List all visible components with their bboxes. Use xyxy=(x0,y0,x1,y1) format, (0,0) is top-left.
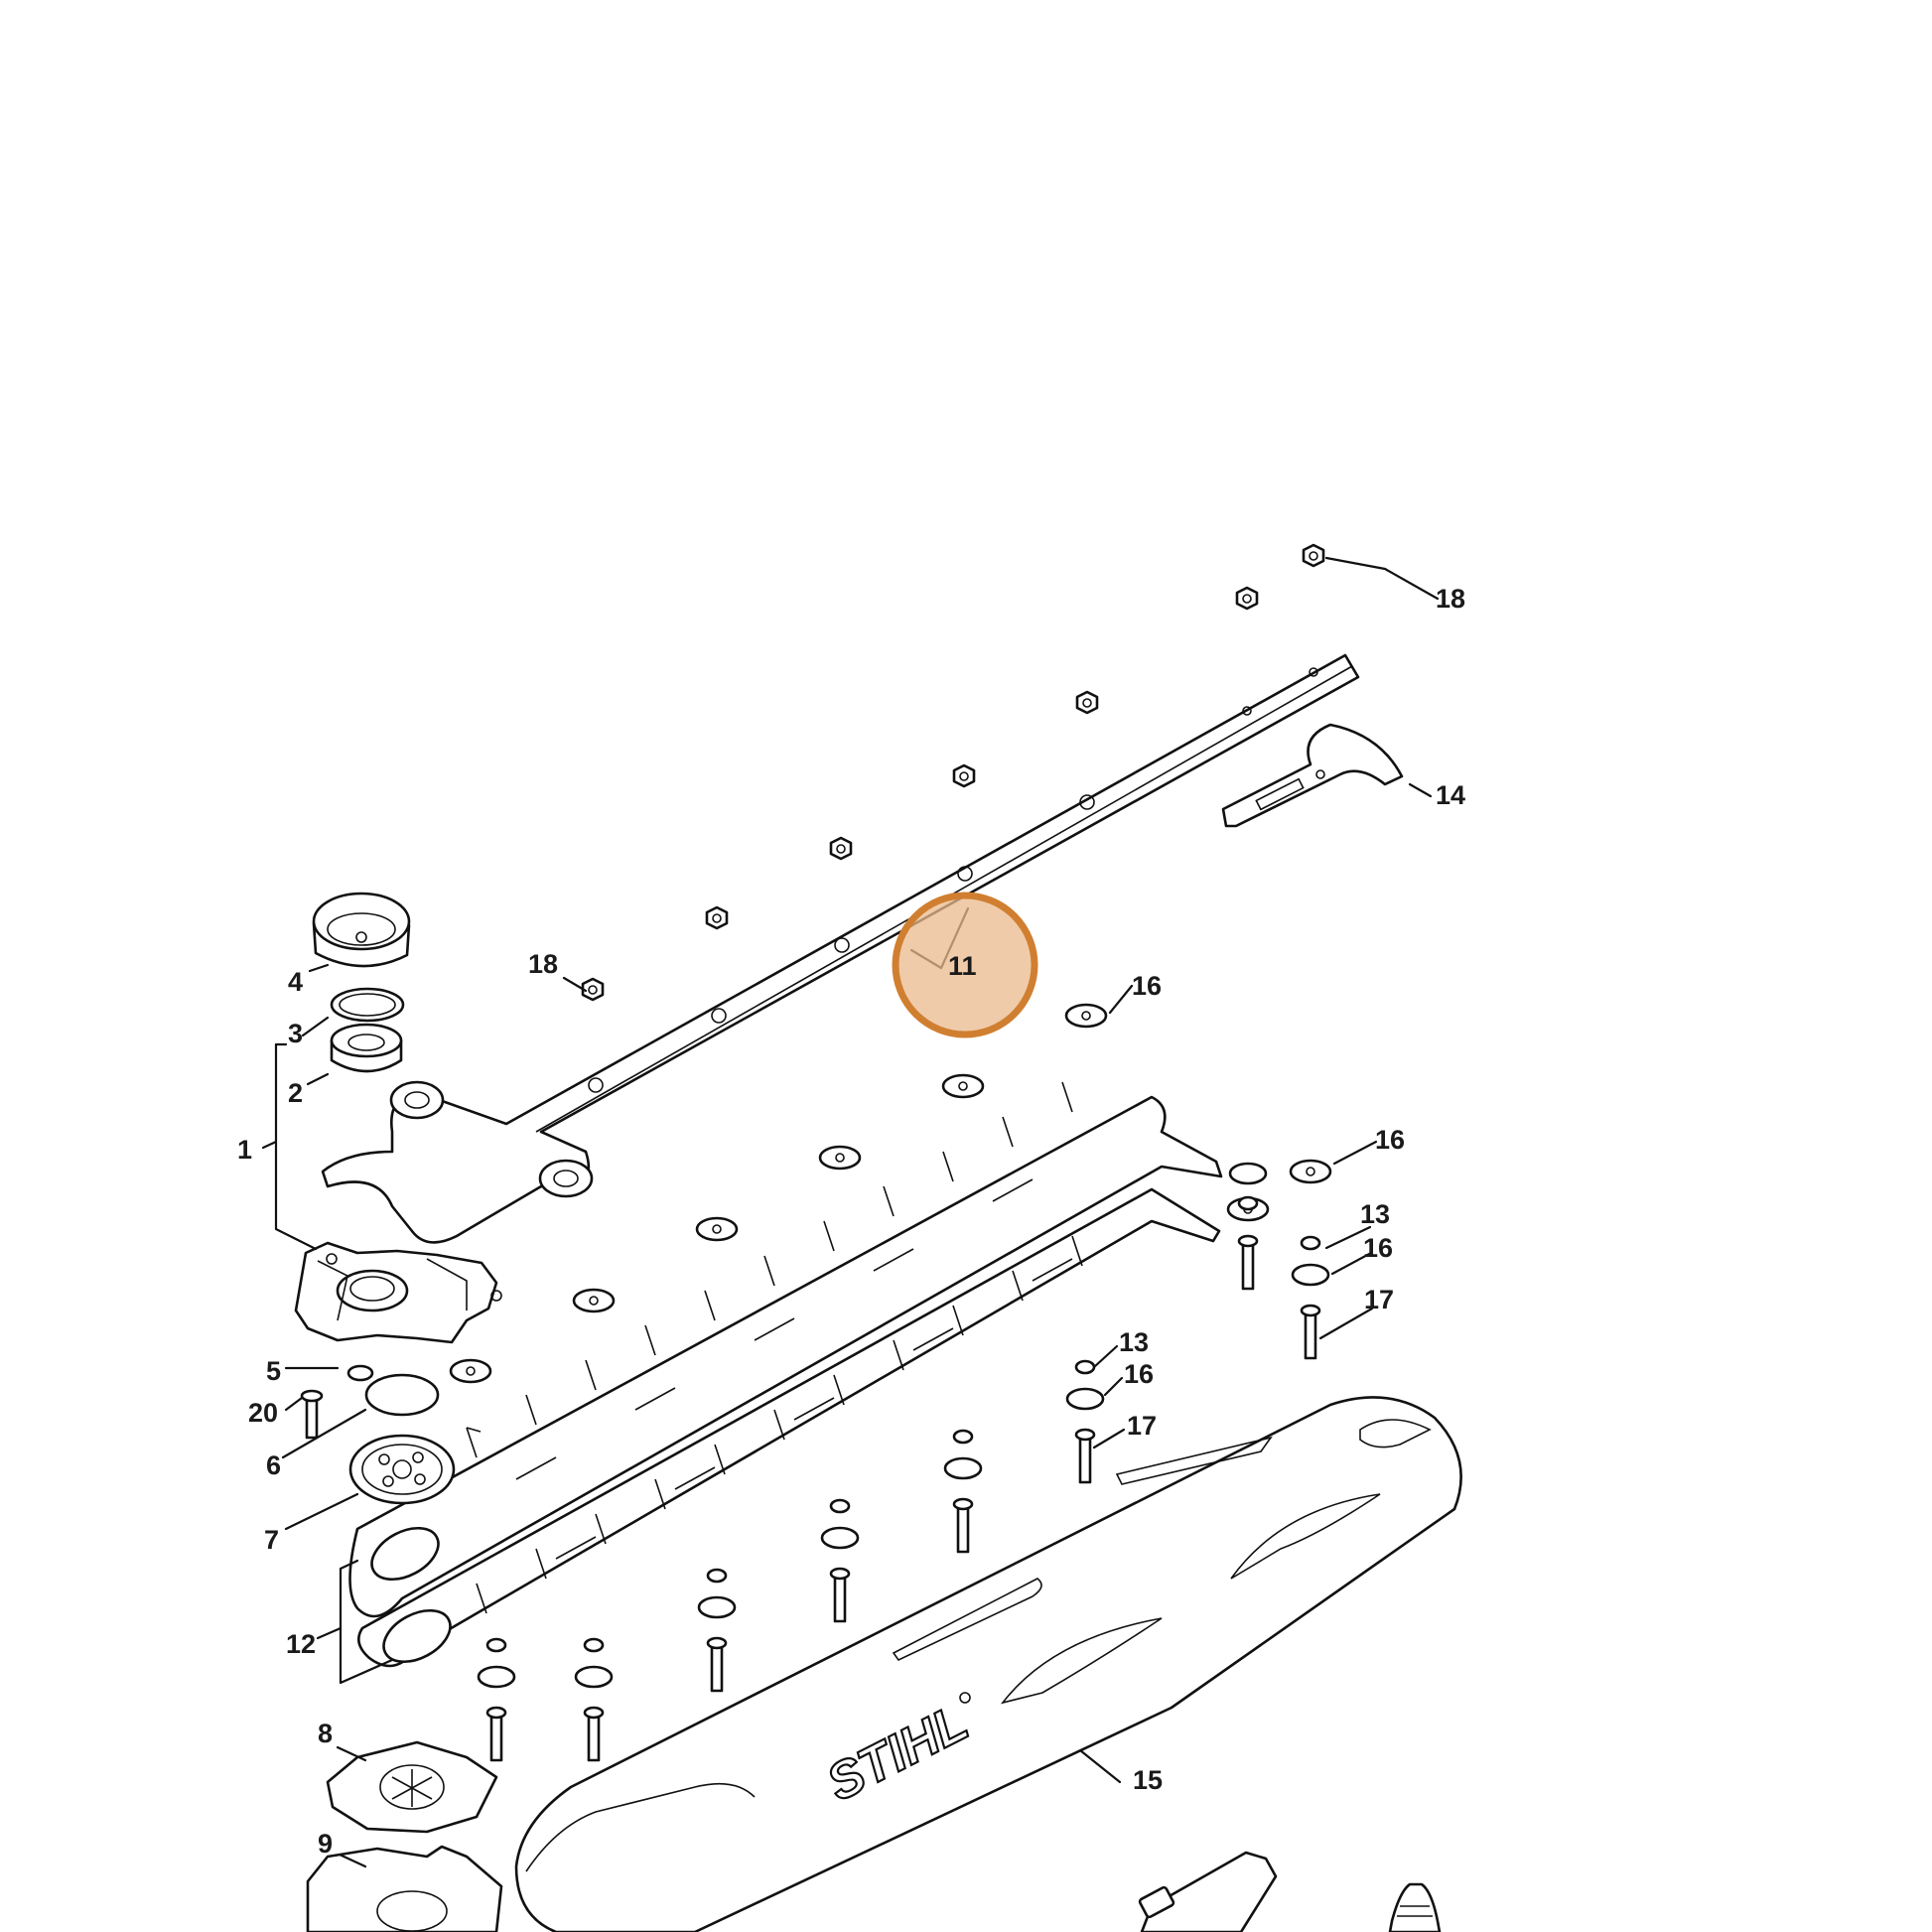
callout-18-top: 18 xyxy=(1436,584,1465,614)
callout-9: 9 xyxy=(318,1829,333,1859)
callout-labels: 18 14 18 11 16 16 13 16 17 13 16 17 15 4… xyxy=(237,584,1465,1859)
combination-wrench xyxy=(1138,1851,1278,1932)
gear-cover xyxy=(306,1845,503,1932)
callout-15: 15 xyxy=(1133,1765,1163,1795)
callout-16-c: 16 xyxy=(1363,1233,1393,1263)
callout-2: 2 xyxy=(288,1078,303,1108)
ball-bearing xyxy=(330,1023,403,1073)
callout-12: 12 xyxy=(286,1629,316,1659)
callout-6: 6 xyxy=(266,1450,281,1480)
callout-13-mid: 13 xyxy=(1119,1327,1149,1357)
callout-16-a: 16 xyxy=(1132,971,1162,1001)
blade-support-bar xyxy=(321,653,1360,1244)
highlight-circle[interactable] xyxy=(892,892,1038,1038)
gearbox-cover xyxy=(326,1740,498,1834)
callout-7: 7 xyxy=(264,1525,279,1555)
callout-16-b: 16 xyxy=(1375,1125,1405,1155)
blade-scabbard: STIHL xyxy=(514,1396,1462,1932)
callout-1: 1 xyxy=(237,1135,252,1165)
group-brackets xyxy=(274,1042,394,1685)
callout-3: 3 xyxy=(288,1019,303,1048)
callout-18-left: 18 xyxy=(528,949,558,979)
callout-5: 5 xyxy=(266,1356,281,1386)
blade-tip-guard xyxy=(1221,723,1404,828)
cutting-blades xyxy=(348,1081,1223,1668)
callout-17-right: 17 xyxy=(1364,1285,1394,1314)
callout-20: 20 xyxy=(248,1398,278,1428)
drive-pulley xyxy=(312,892,411,968)
callout-17-mid: 17 xyxy=(1127,1411,1157,1441)
callout-11[interactable]: 11 xyxy=(948,951,977,981)
callout-8: 8 xyxy=(318,1719,333,1748)
gearbox-housing xyxy=(294,1241,502,1344)
callout-14: 14 xyxy=(1436,780,1465,810)
circlip xyxy=(330,987,405,1023)
drive-components xyxy=(300,1364,456,1505)
callout-4: 4 xyxy=(288,967,303,997)
callout-13-right: 13 xyxy=(1360,1199,1390,1229)
screw-sets xyxy=(477,1162,1330,1762)
callout-16-d: 16 xyxy=(1124,1359,1154,1389)
grease-tube xyxy=(1388,1882,1442,1932)
hex-nuts xyxy=(581,543,1325,1002)
